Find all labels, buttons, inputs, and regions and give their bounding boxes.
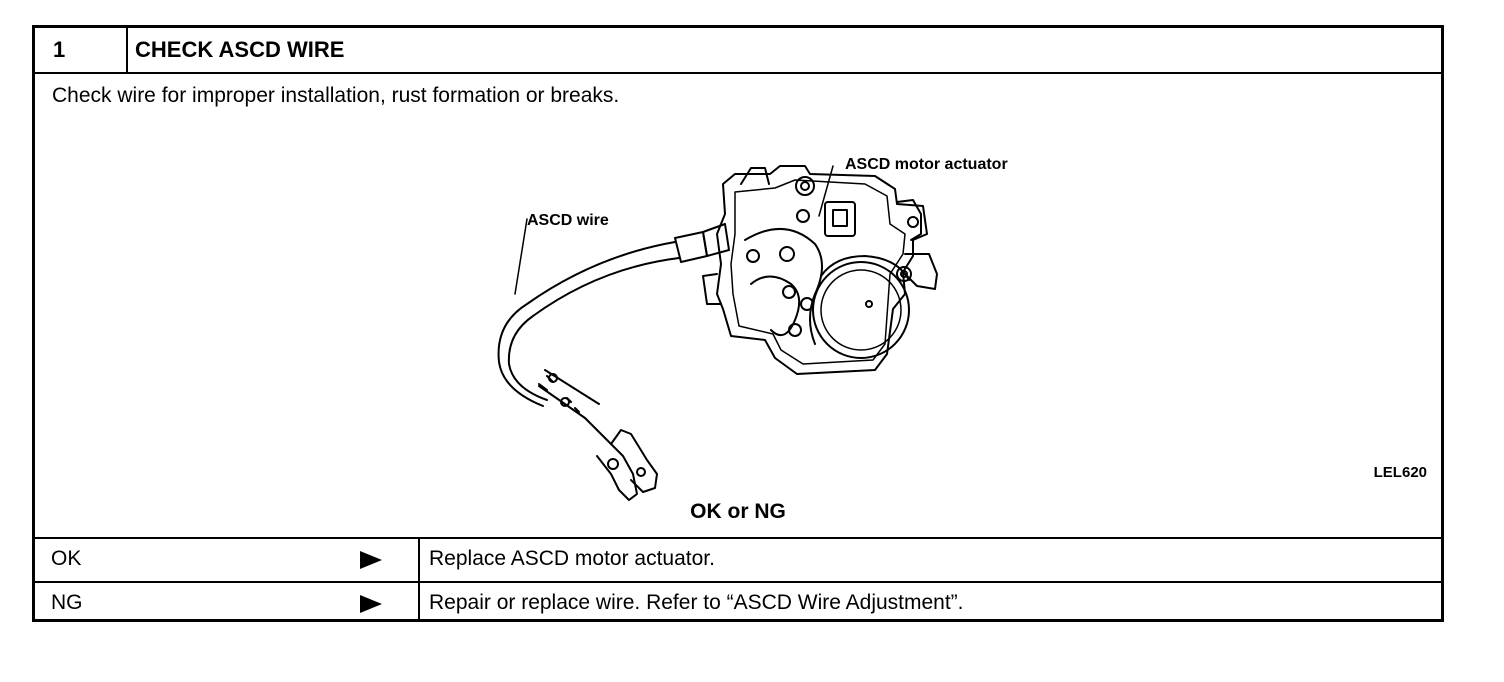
column-divider xyxy=(418,539,420,581)
ascd-illustration: ASCD motor actuator ASCD wire xyxy=(435,144,1055,504)
ascd-line-drawing xyxy=(497,165,938,501)
verdict-heading: OK or NG xyxy=(690,500,786,523)
arrow-right-icon xyxy=(360,595,382,613)
step-body: Check wire for improper installation, ru… xyxy=(35,74,1441,537)
check-procedure-table: 1 CHECK ASCD WIRE Check wire for imprope… xyxy=(32,25,1444,622)
result-row-ok: OK Replace ASCD motor actuator. xyxy=(35,537,1441,581)
instruction-text: Check wire for improper installation, ru… xyxy=(52,84,620,107)
arrow-right-icon xyxy=(360,551,382,569)
result-row-ng: NG Repair or replace wire. Refer to “ASC… xyxy=(35,581,1441,622)
result-action: Repair or replace wire. Refer to “ASCD W… xyxy=(429,591,964,614)
step-header: 1 CHECK ASCD WIRE xyxy=(35,28,1441,74)
callout-wire: ASCD wire xyxy=(527,212,609,229)
column-divider xyxy=(418,583,420,622)
step-title: CHECK ASCD WIRE xyxy=(135,37,345,62)
step-number: 1 xyxy=(35,28,128,72)
result-condition: OK xyxy=(51,547,82,570)
callout-motor-actuator: ASCD motor actuator xyxy=(845,156,1008,173)
result-action: Replace ASCD motor actuator. xyxy=(429,547,715,570)
wire-sheath xyxy=(497,241,676,407)
figure-code: LEL620 xyxy=(1373,464,1427,481)
result-condition: NG xyxy=(51,591,83,614)
actuator-housing xyxy=(716,165,928,375)
